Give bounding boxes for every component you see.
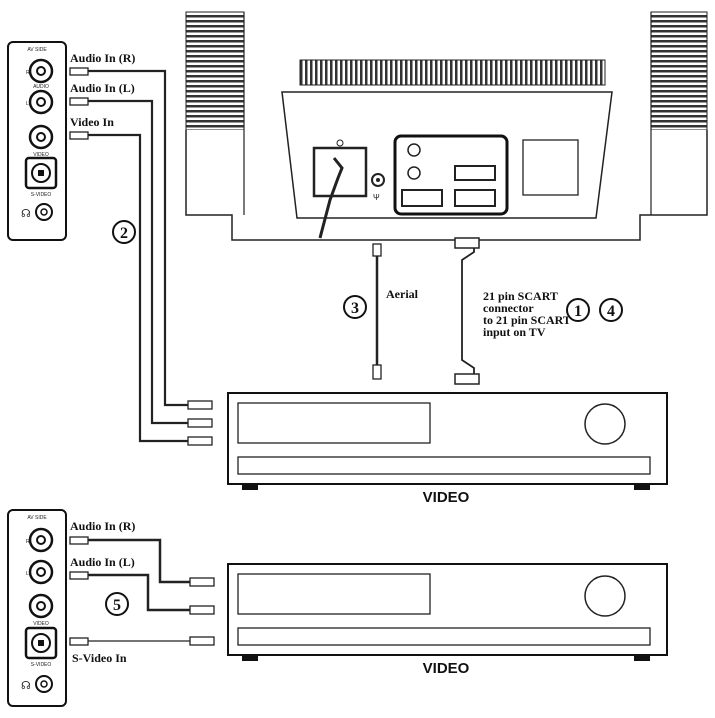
svg-text:R: R [26, 539, 30, 545]
av-side-panel-bottom: AV SIDE R L VIDEO S-VIDEO ☊ [7, 509, 67, 707]
cables-bottom [69, 536, 215, 646]
svg-text:R: R [26, 70, 30, 76]
svg-text:21 pin SCART: 21 pin SCART [483, 289, 558, 303]
vcr-top-label: VIDEO [423, 489, 470, 506]
video-jack-bottom: VIDEO [28, 593, 54, 627]
svg-text:connector: connector [483, 301, 534, 315]
aerial-label: Aerial [386, 287, 419, 301]
svg-text:AUDIO: AUDIO [33, 84, 49, 90]
svg-text:L: L [26, 101, 29, 107]
step-5-marker: 5 [105, 592, 129, 616]
av-panel-header: AV SIDE [27, 47, 47, 53]
svg-text:S-VIDEO: S-VIDEO [31, 192, 52, 198]
tv-blank-panel [522, 139, 579, 196]
headphone-icon: ☊ [21, 680, 31, 692]
audio-r-jack: R [26, 58, 54, 84]
av-panel-header-bottom: AV SIDE [27, 515, 47, 521]
svg-text:VIDEO: VIDEO [33, 621, 49, 627]
audio-l-jack: L [26, 89, 54, 115]
headphone-jack-bottom: ☊ [21, 675, 53, 693]
step-4-marker: 4 [599, 298, 623, 322]
cable-label-audio-in-l-bottom: Audio In (L) [70, 555, 135, 569]
step-2-marker: 2 [112, 220, 136, 244]
aerial-socket: Ψ [371, 173, 385, 202]
headphone-jack: ☊ [21, 203, 53, 221]
svg-text:4: 4 [607, 303, 615, 320]
headphone-icon: ☊ [21, 208, 31, 220]
svg-text:VIDEO: VIDEO [33, 152, 49, 158]
svg-text:input on TV: input on TV [483, 325, 546, 339]
svg-text:L: L [26, 571, 29, 577]
scart-label: 21 pin SCART connector to 21 pin SCART i… [483, 289, 571, 339]
svg-text:2: 2 [120, 225, 128, 242]
svg-text:5: 5 [113, 597, 121, 614]
vcr-top [227, 392, 668, 490]
mains-cable [318, 157, 344, 239]
tv-top-vent [299, 59, 606, 86]
aerial-cable [372, 243, 382, 380]
tv-rear: Ψ [185, 11, 708, 241]
s-video-jack: S-VIDEO [24, 156, 58, 198]
av-side-panel-top: AV SIDE R AUDIO L VIDEO S-VIDEO ☊ [7, 41, 67, 241]
step-3-marker: 3 [343, 295, 367, 319]
s-video-jack-bottom: S-VIDEO [24, 626, 58, 668]
scart-cable [454, 237, 480, 385]
cable-label-audio-in-l: Audio In (L) [70, 81, 135, 95]
tv-right-grille [650, 11, 708, 131]
video-jack: VIDEO [28, 124, 54, 158]
svg-text:to 21 pin SCART: to 21 pin SCART [483, 313, 571, 327]
tv-left-grille [185, 11, 245, 131]
audio-r-jack-bottom: R [26, 527, 54, 553]
svg-text:3: 3 [351, 300, 359, 317]
cable-label-video-in: Video In [70, 115, 114, 129]
vcr-bottom [227, 563, 668, 661]
svg-text:1: 1 [574, 303, 582, 320]
rca-cables-top [88, 69, 213, 446]
audio-l-jack-bottom: L [26, 559, 54, 585]
svg-text:Ψ: Ψ [373, 193, 380, 202]
vcr-bottom-label: VIDEO [423, 660, 470, 677]
svg-text:S-VIDEO: S-VIDEO [31, 662, 52, 668]
cable-label-audio-in-r-bottom: Audio In (R) [70, 519, 135, 533]
cable-label-s-video-in: S-Video In [72, 651, 127, 665]
cable-label-audio-in-r: Audio In (R) [70, 51, 135, 65]
step-1-marker: 1 [566, 298, 590, 322]
